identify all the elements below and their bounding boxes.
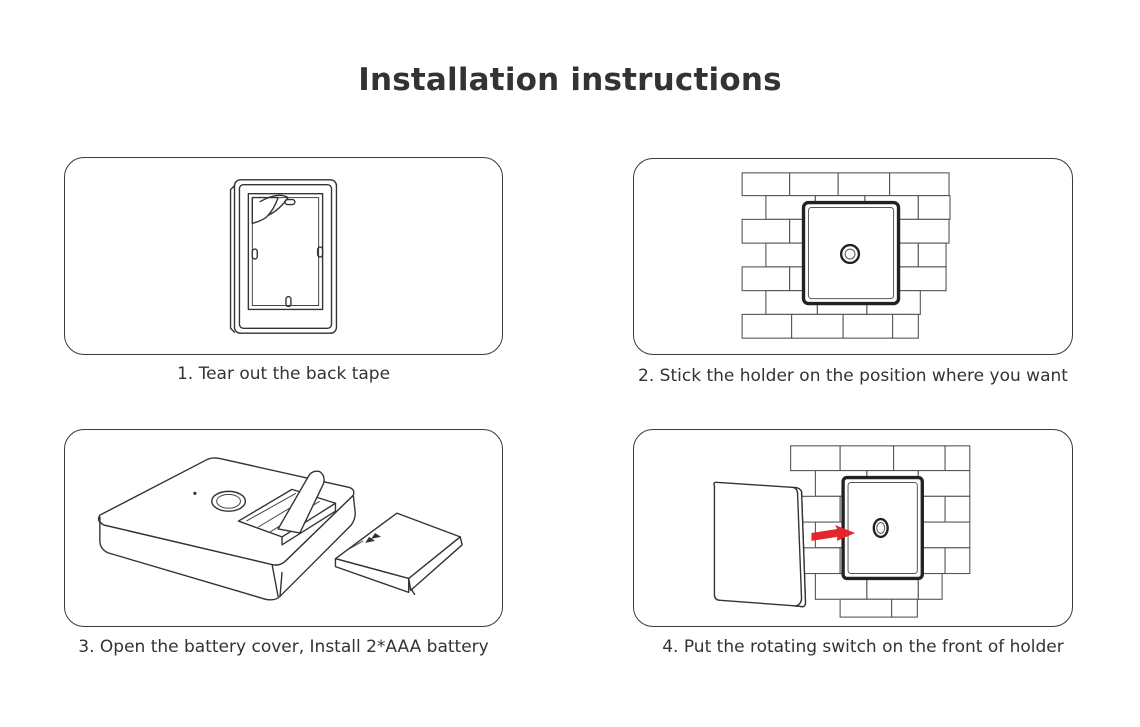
step-3-caption: 3. Open the battery cover, Install 2*AAA… [78,637,489,657]
holder-on-wall-illustration [741,172,951,339]
rotary-knob-icon [839,243,861,265]
step-4-caption: 4. Put the rotating switch on the front … [662,637,1064,657]
switch-holder [841,475,924,581]
step-1-caption: 1. Tear out the back tape [176,364,391,384]
brick-wall [741,172,951,339]
page-title: Installation instructions [358,62,782,98]
rotating-switch-body [713,481,807,608]
step-4-panel [633,429,1073,627]
step-2-panel [633,158,1073,355]
switch-holder [801,200,901,306]
step-1-panel [64,157,503,355]
attach-switch-illustration [713,445,971,618]
step-3-panel [64,429,503,627]
battery-cover-illustration [97,457,463,601]
step-2-caption: 2. Stick the holder on the position wher… [638,366,1068,386]
insert-arrow-icon [811,525,855,541]
rotary-knob-icon [872,517,889,539]
holder-back-tape-illustration [229,179,338,334]
